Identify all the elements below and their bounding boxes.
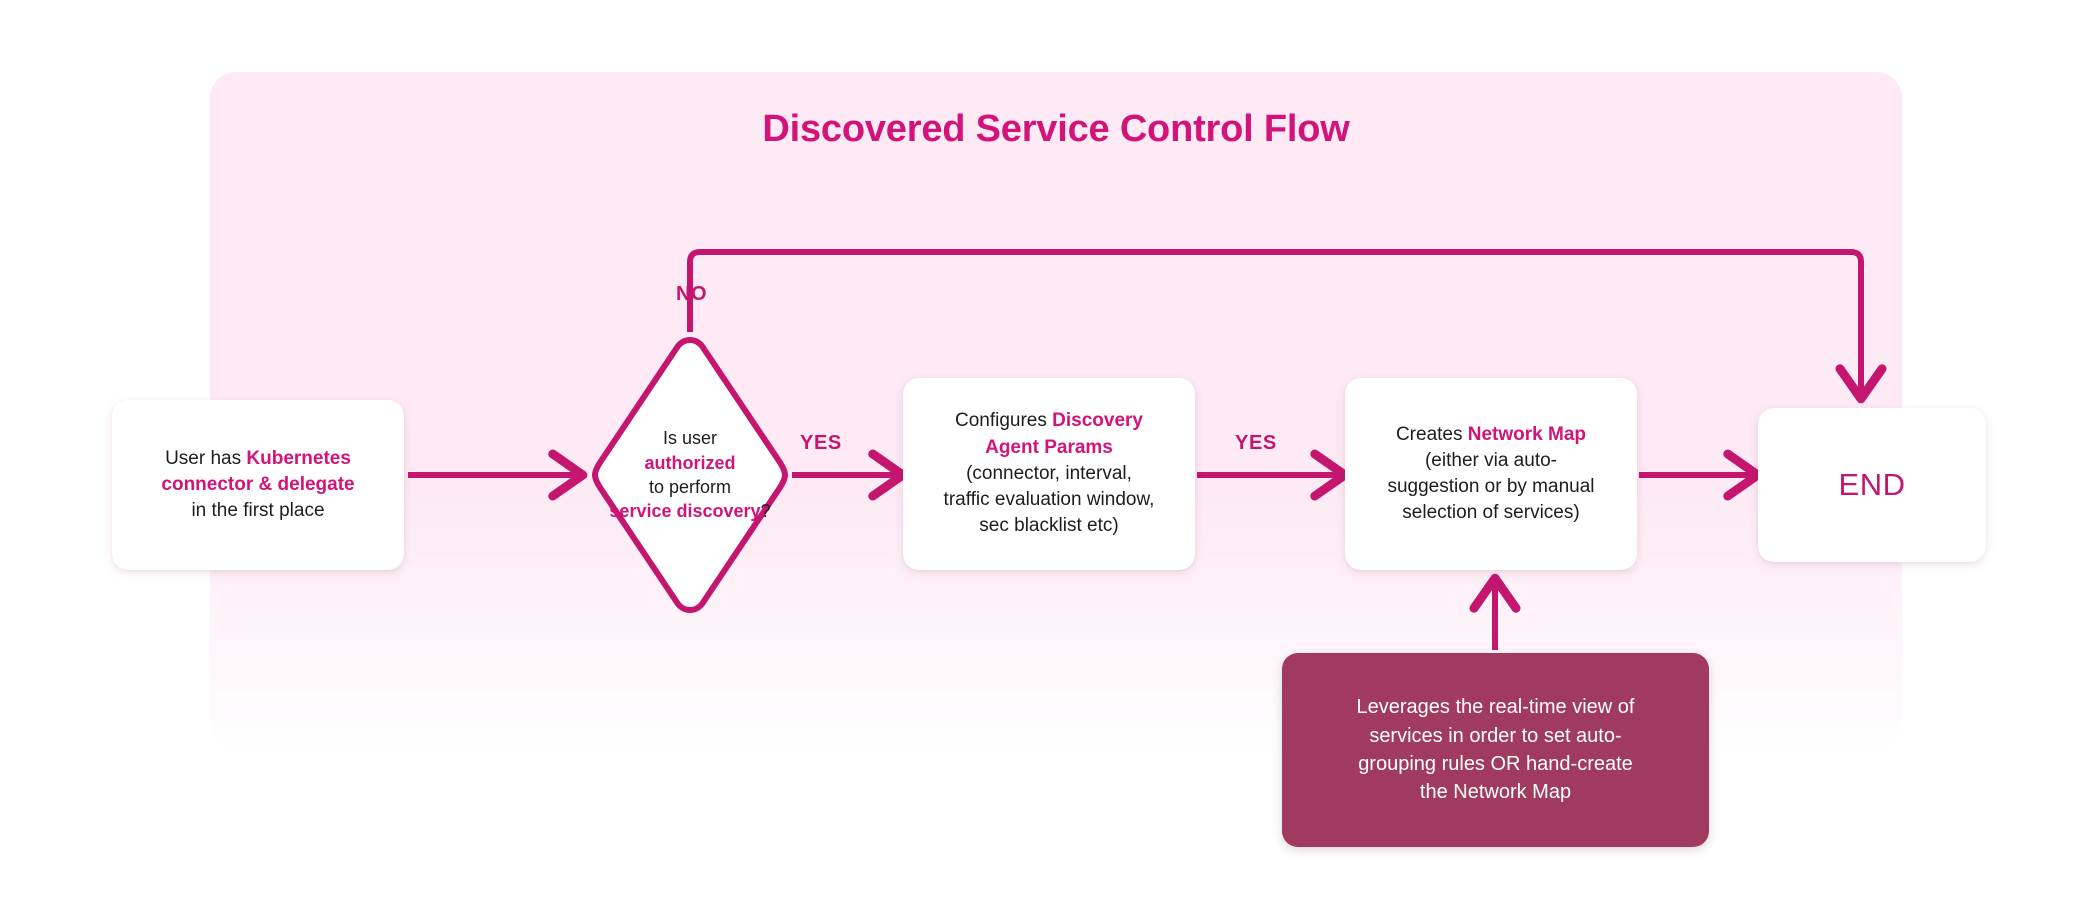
node-decision-authorized[interactable]: Is user authorized to perform service di… (585, 330, 795, 620)
node-user-has-connector[interactable]: User has Kubernetes connector & delegate… (112, 400, 404, 570)
edge-label-yes-config: YES (1235, 432, 1277, 454)
line-2: (connector, interval, (966, 462, 1132, 484)
line-0: Configures Discovery (954, 410, 1143, 432)
hl-discovery: Discovery (1052, 410, 1143, 432)
line-0: Creates Network Map (1395, 423, 1587, 445)
line-2: suggestion or by manual (1387, 476, 1595, 497)
hl-kubernetes: Kubernetes (246, 447, 351, 469)
line-4: sec blacklist etc) (979, 515, 1119, 537)
node-note-text: Leverages the real-time view of services… (1341, 693, 1651, 807)
hl-connector-delegate: connector & delegate (161, 473, 355, 495)
node-creates-network-map[interactable]: Creates Network Map (either via auto- su… (1345, 378, 1637, 570)
line-3: the Network Map (1419, 781, 1572, 804)
hl-network-map: Network Map (1467, 423, 1587, 445)
node-end-label: END (1838, 466, 1906, 502)
line-0: User has Kubernetes (165, 447, 351, 469)
line-2: to perform (648, 477, 731, 497)
diamond-shape (592, 337, 788, 613)
edge-label-no: NO (676, 283, 708, 305)
node-annotation-leverages-realtime-view[interactable]: Leverages the real-time view of services… (1282, 653, 1709, 847)
node-netmap-text: Creates Network Map (either via auto- su… (1375, 422, 1606, 527)
edge-label-yes-decision: YES (800, 432, 842, 454)
hl-authorized: authorized (644, 452, 736, 473)
line-3: traffic evaluation window, (943, 489, 1155, 511)
line-2: in the first place (191, 500, 325, 522)
line-3: selection of services) (1402, 502, 1580, 524)
node-config-text: Configures Discovery Agent Params (conne… (932, 408, 1167, 539)
diagram-title: Discovered Service Control Flow (762, 108, 1350, 150)
node-configures-agent-params[interactable]: Configures Discovery Agent Params (conne… (903, 378, 1195, 570)
line-0: Leverages the real-time view of (1356, 696, 1635, 719)
line-1: (either via auto- (1424, 449, 1557, 471)
node-decision-text: Is user authorized to perform service di… (585, 330, 795, 620)
node-end[interactable]: END (1758, 408, 1986, 562)
line-1: services in order to set auto- (1369, 724, 1622, 747)
hl-agent-params: Agent Params (985, 436, 1113, 458)
hl-service-discovery: service discovery (609, 501, 761, 522)
node-user-text: User has Kubernetes connector & delegate… (149, 446, 366, 525)
line-2: grouping rules OR hand-create (1358, 753, 1633, 775)
question-mark: ? (760, 501, 771, 522)
line-0: Is user (662, 428, 717, 449)
